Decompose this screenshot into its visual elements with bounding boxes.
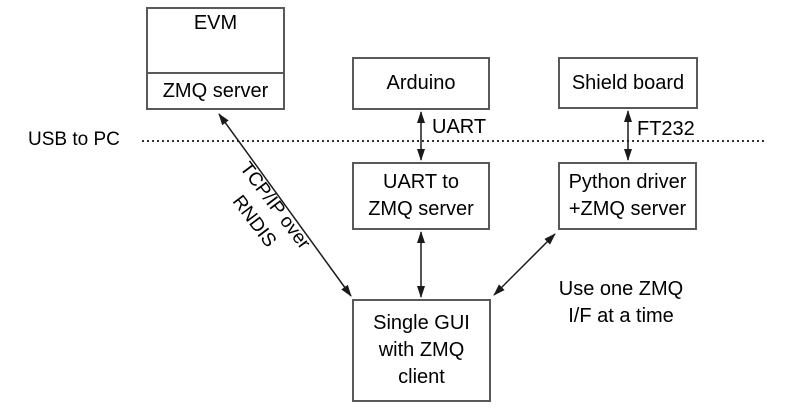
uart-to-zmq-server-box: UART to ZMQ server <box>352 162 490 230</box>
arrow-pythondriver-gui <box>493 233 556 296</box>
ft232-edge-label: FT232 <box>637 118 695 140</box>
evm-title: EVM <box>193 12 238 34</box>
arduino-box: Arduino <box>352 57 490 110</box>
evm-box: EVM ZMQ server <box>146 7 285 110</box>
uart-edge-label: UART <box>432 116 487 138</box>
usb-to-pc-label: USB to PC <box>28 129 120 150</box>
use-one-zmq-note: Use one ZMQ I/F at a time <box>558 278 684 327</box>
shield-board-box: Shield board <box>558 57 698 109</box>
single-gui-zmq-client-box: Single GUI with ZMQ client <box>352 299 491 402</box>
python-driver-zmq-server-box: Python driver +ZMQ server <box>558 162 697 230</box>
evm-zmq-server-compartment: ZMQ server <box>148 72 283 108</box>
arrow-evm-gui-tcpip <box>218 113 352 297</box>
